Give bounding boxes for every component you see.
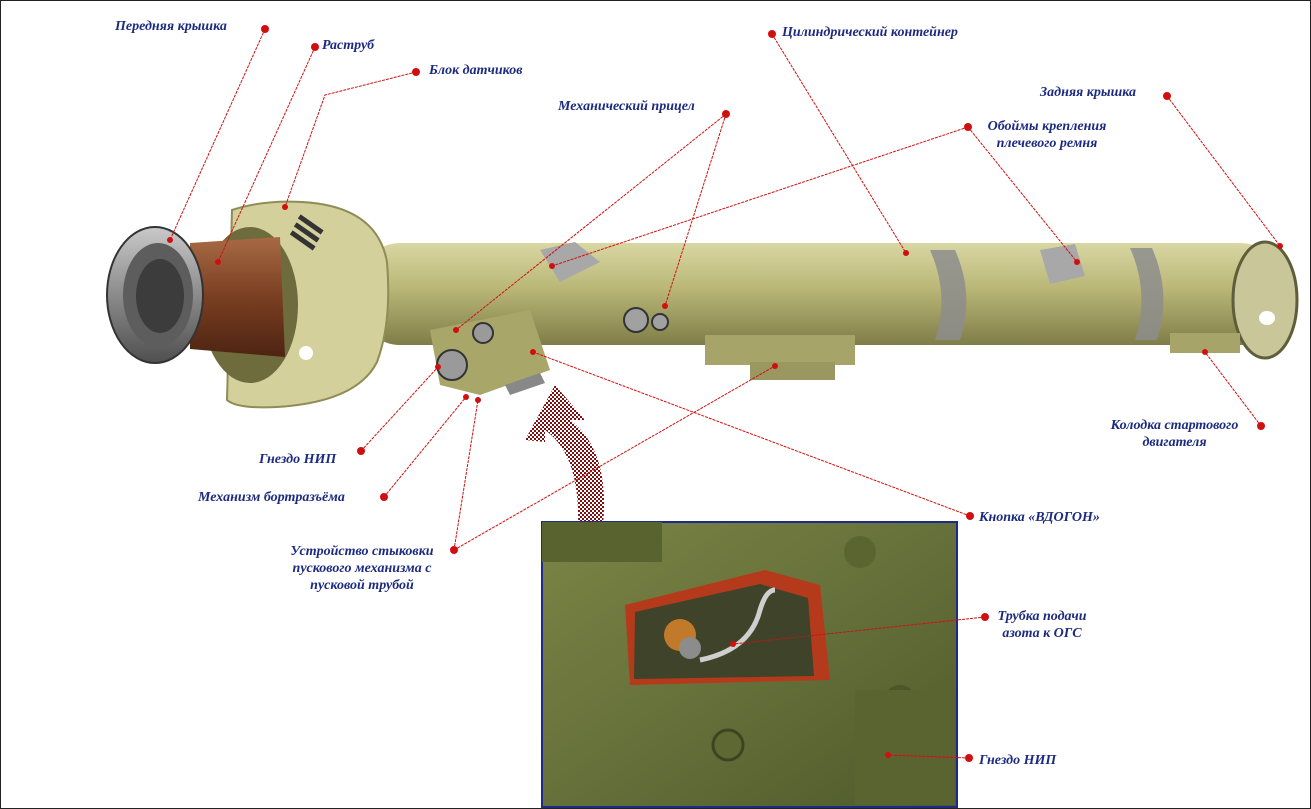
label-button-vdogon: Кнопка «ВДОГОН»	[979, 510, 1100, 525]
zoom-arrow	[525, 385, 605, 525]
label-mech-sight: Механический прицел	[558, 99, 695, 114]
label-front-cover: Передняя крышка	[115, 19, 227, 34]
launch-mechanism-drawing	[430, 307, 669, 395]
leader-lines	[169, 28, 1281, 759]
label-docking-line3: пусковой трубой	[310, 578, 414, 593]
label-nitrogen-tube: Трубка подачи азота к ОГС	[982, 608, 1102, 642]
label-docking-device: Устройство стыковки пускового механизма …	[268, 543, 456, 594]
inset-photo	[541, 521, 958, 808]
label-strap-mounts-line2: плечевого ремня	[996, 136, 1098, 151]
label-strap-mounts-line1: Обоймы крепления	[987, 119, 1107, 134]
label-nitrogen-tube-line1: Трубка подачи	[997, 609, 1087, 624]
label-docking-line1: Устройство стыковки	[290, 544, 434, 559]
label-connector-mechanism: Механизм бортразъёма	[198, 490, 345, 505]
label-flare: Раструб	[322, 38, 375, 53]
launch-tube	[360, 240, 1299, 380]
label-socket-nip-inset: Гнездо НИП	[979, 753, 1057, 768]
label-socket-nip: Гнездо НИП	[259, 452, 337, 467]
label-start-motor-line1: Колодка стартового	[1110, 418, 1239, 433]
label-start-motor-line2: двигателя	[1142, 435, 1207, 450]
label-nitrogen-tube-line2: азота к ОГС	[1002, 626, 1082, 641]
label-cyl-container: Цилиндрический контейнер	[782, 25, 958, 40]
label-start-motor-block: Колодка стартового двигателя	[1092, 417, 1257, 451]
label-docking-line2: пускового механизма с	[292, 561, 432, 576]
label-sensor-block: Блок датчиков	[429, 63, 523, 78]
label-rear-cover: Задняя крышка	[1040, 85, 1136, 100]
label-strap-mounts: Обоймы крепления плечевого ремня	[972, 118, 1122, 152]
end-markers	[167, 204, 1283, 758]
label-dots	[261, 25, 1265, 762]
front-end-drawing	[106, 226, 285, 364]
